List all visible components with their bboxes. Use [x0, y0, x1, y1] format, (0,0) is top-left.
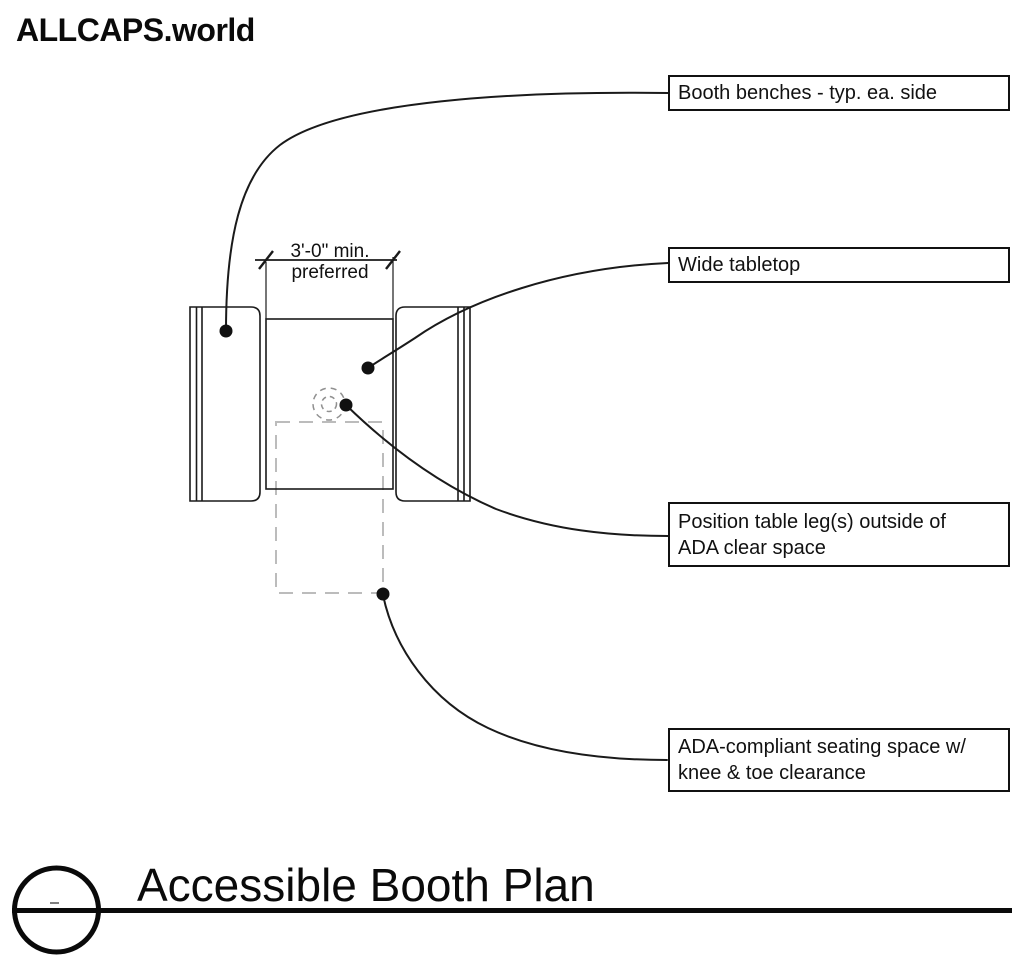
leader-dot-seating — [376, 587, 390, 601]
callout-line: Position table leg(s) outside of — [678, 510, 946, 533]
leader-table-leg — [345, 404, 669, 537]
dimension-text-preferred: preferred — [291, 262, 369, 283]
callout-booth-benches: Booth benches - typ. ea. side — [668, 75, 1010, 111]
callout-line: Wide tabletop — [678, 254, 801, 276]
dimension-3ft — [255, 250, 401, 319]
sheet-title: Accessible Booth Plan — [137, 859, 595, 911]
tabletop-outline — [265, 318, 394, 490]
callout-wide-tabletop: Wide tabletop — [668, 247, 1010, 283]
leader-dots — [219, 324, 390, 601]
leader-bench — [225, 91, 669, 332]
table-leg-inner-dashed-circle — [320, 395, 338, 413]
leader-dot-tabletop — [361, 361, 375, 375]
right-bench-seat-outline — [395, 306, 471, 502]
callout-ada-seating-space: ADA-compliant seating space w/ knee & to… — [668, 728, 1010, 792]
leader-seating — [382, 594, 668, 761]
ada-clear-space-dashed-rect — [275, 421, 384, 594]
leader-tabletop — [367, 262, 669, 369]
callout-table-leg-position: Position table leg(s) outside of ADA cle… — [668, 502, 1010, 567]
right-bench — [395, 306, 471, 502]
left-bench — [189, 306, 261, 502]
callout-line: knee & toe clearance — [678, 762, 866, 784]
left-bench-seat-outline — [189, 306, 261, 502]
callout-line: ADA-compliant seating space w/ — [678, 736, 966, 758]
leader-dot-table-leg — [339, 398, 353, 412]
dimension-tick-right — [385, 250, 401, 270]
site-logo: ALLCAPS.world — [16, 12, 255, 48]
dimension-text-value: 3'-0" min. — [290, 241, 370, 262]
callout-line: Booth benches - typ. ea. side — [678, 82, 938, 104]
callout-line: ADA clear space — [678, 536, 826, 559]
leader-dot-bench — [219, 324, 233, 338]
title-mark — [12, 865, 1012, 955]
drawing-number-circle — [12, 865, 101, 955]
dimension-tick-left — [258, 250, 274, 270]
leader-lines — [225, 91, 669, 761]
